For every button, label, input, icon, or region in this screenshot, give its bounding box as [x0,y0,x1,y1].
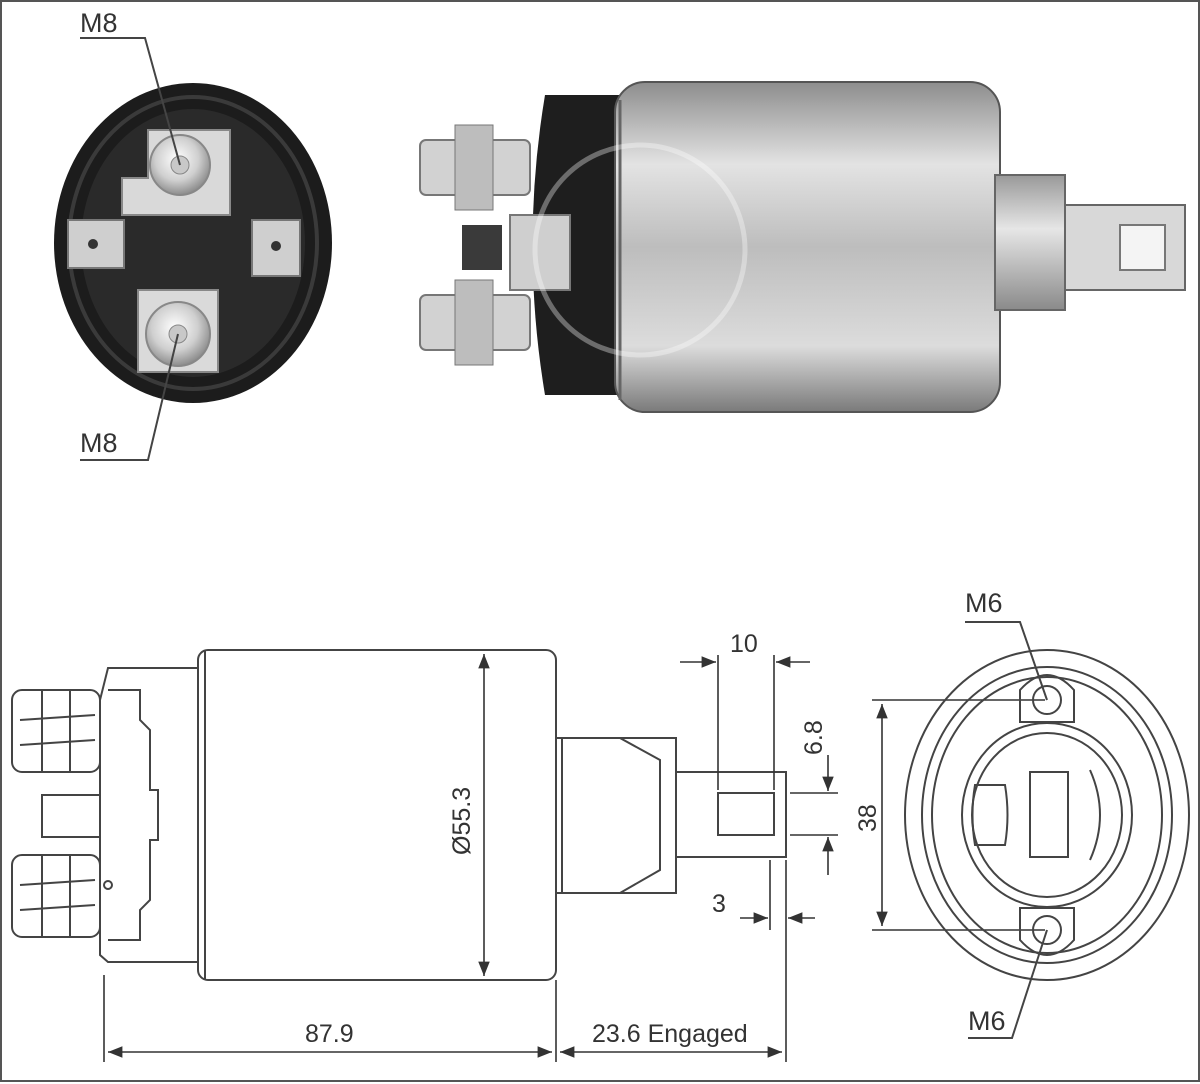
plunger-tab-slot [1119,224,1166,271]
drawing-upper-nut [11,689,101,773]
dim-body-length: 87.9 [305,1020,354,1048]
label-m8-lower: M8 [80,428,118,458]
end-view-outer-ring [904,649,1190,981]
lower-mount-hole [1032,915,1062,945]
side-view-photo [419,81,1186,413]
drawing-lower-nut [11,854,101,938]
label-m6-upper: M6 [965,588,1003,618]
label-m8-upper: M8 [80,8,118,38]
drawing-cap [99,667,198,963]
plunger-shaft [994,174,1066,311]
dim-tab-offset: 3 [712,890,726,918]
dim-mount-spacing: 38 [854,804,882,832]
end-view-photo [54,83,332,403]
dim-slot-height: 6.8 [800,720,828,755]
dim-plunger-travel: 23.6 Engaged [592,1020,748,1048]
middle-terminal-side [462,225,502,270]
label-m6-lower: M6 [968,1006,1006,1036]
drawing-middle-terminal [41,794,101,838]
solenoid-cylinder [614,81,1001,413]
dim-tab-width: 10 [730,630,758,658]
dimension-lines [103,654,1045,1062]
end-view-center-slot [1029,771,1069,858]
side-view-drawing [11,649,787,981]
drawing-shaft [555,737,677,894]
drawing-tab [675,771,787,858]
dark-cap [532,95,630,395]
watermark-circle [532,142,748,358]
end-view-drawing [904,649,1190,981]
dim-body-diameter: Ø55.3 [448,787,476,855]
drawing-body [197,649,557,981]
upper-mount-hole [1032,685,1062,715]
drawing-tab-slot [717,792,775,836]
